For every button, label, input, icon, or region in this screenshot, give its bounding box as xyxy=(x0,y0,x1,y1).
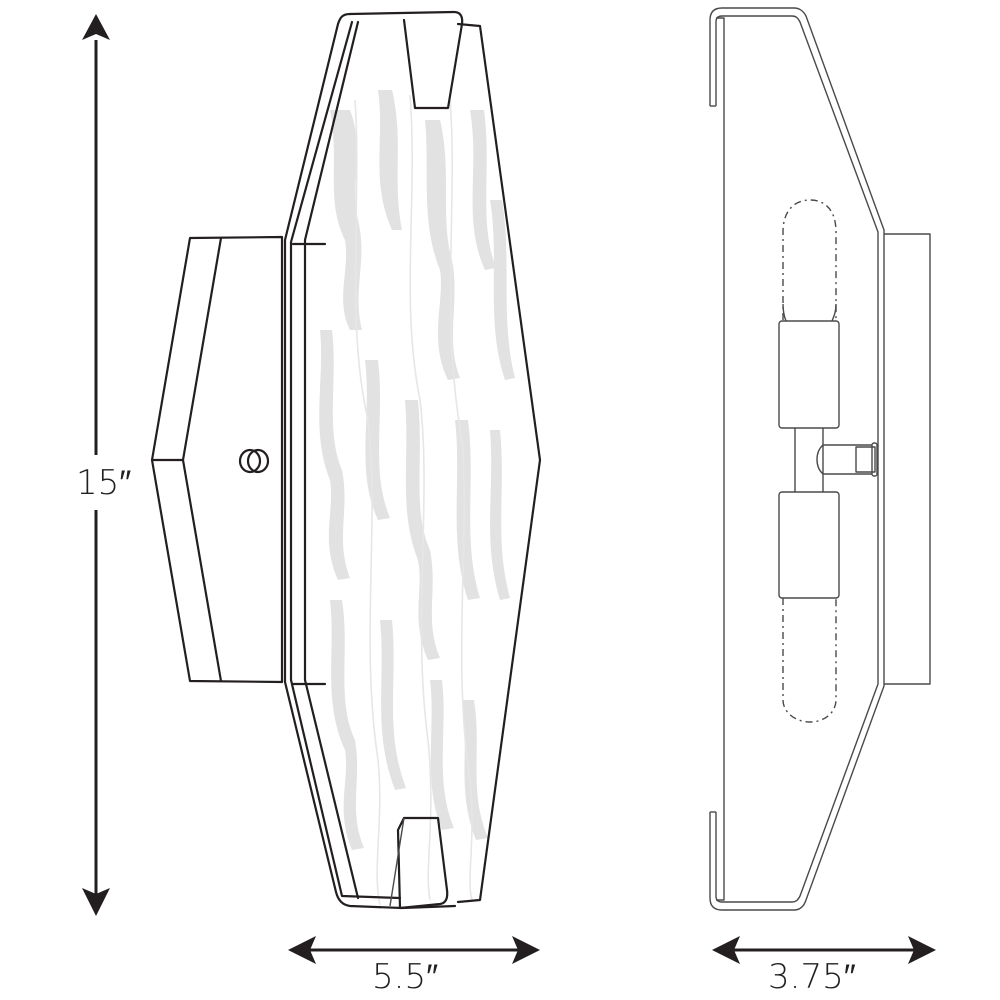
arrow-down-icon xyxy=(82,888,110,916)
arrow-left-icon xyxy=(288,936,316,964)
front-view-backplate xyxy=(150,235,284,684)
side-view xyxy=(709,7,931,911)
front-view-glass-texture xyxy=(319,90,515,906)
arrow-up-icon xyxy=(82,14,110,40)
height-dimension-arrow xyxy=(82,14,110,916)
width-dimension-arrow xyxy=(288,936,540,964)
width-dimension-label: 5.5″ xyxy=(372,957,439,997)
depth-dimension-arrow xyxy=(712,936,936,964)
height-dimension-label: 15″ xyxy=(76,463,132,503)
arrow-right-icon xyxy=(512,936,540,964)
depth-dimension-label: 3.75″ xyxy=(768,957,856,997)
arrow-left-icon xyxy=(712,936,740,964)
front-view-shade xyxy=(283,10,542,910)
arrow-right-icon xyxy=(908,936,936,964)
